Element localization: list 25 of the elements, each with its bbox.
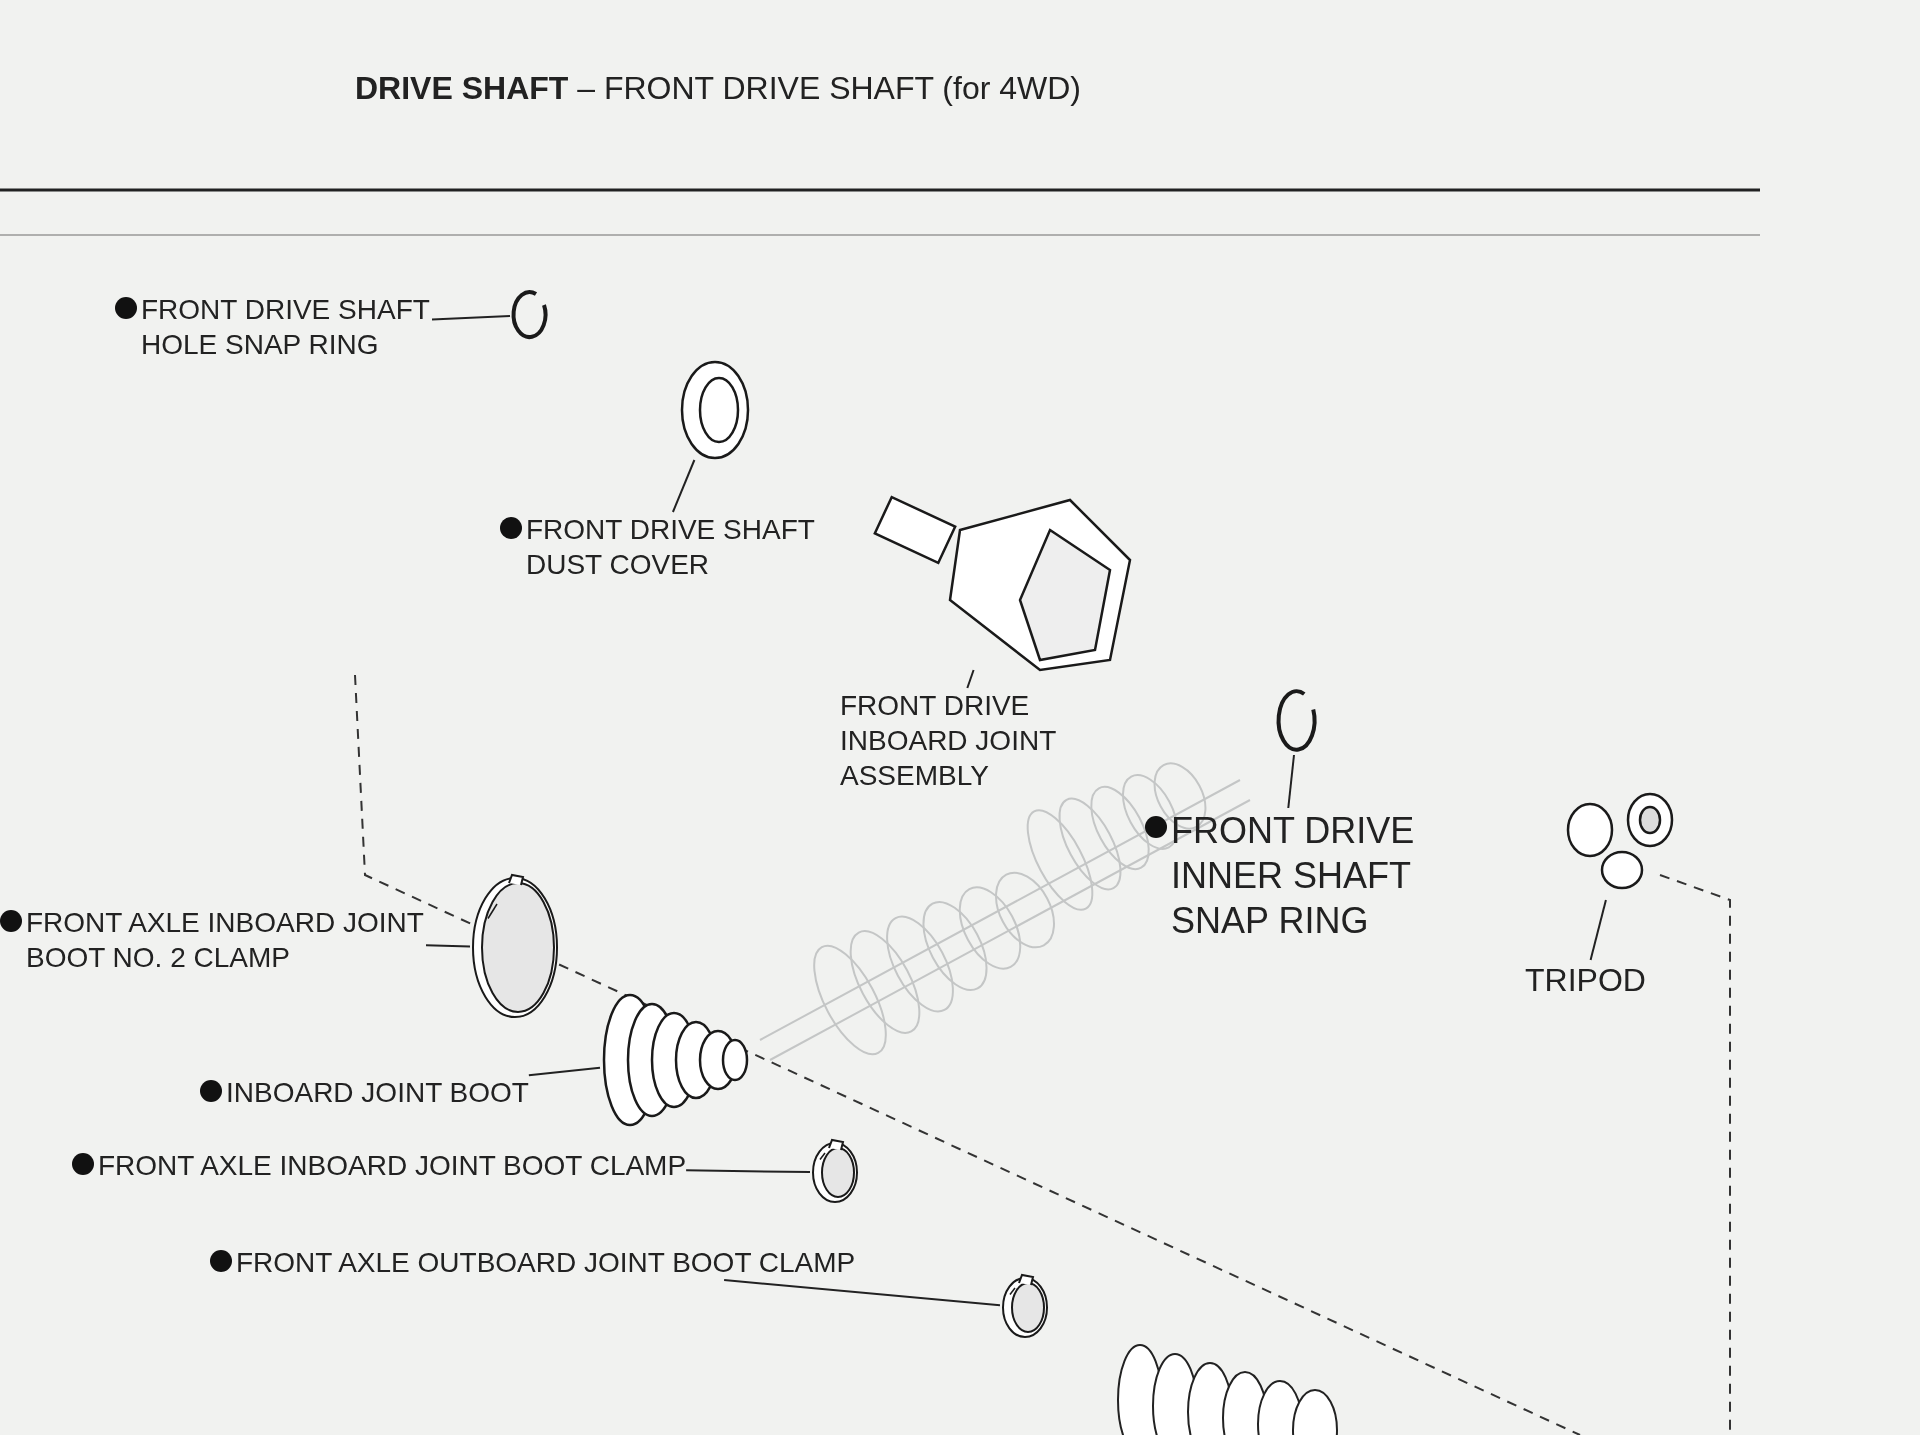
boot-clamp-drawing: [810, 1140, 860, 1205]
snap-ring-drawing: [1275, 690, 1320, 755]
snap-ring-drawing: [510, 290, 550, 340]
part-label: FRONT DRIVE INNER SHAFT SNAP RING: [1171, 809, 1416, 943]
part-label: INBOARD JOINT BOOT: [226, 1076, 529, 1110]
leader-line: [685, 1169, 811, 1174]
leader-line: [425, 944, 471, 948]
dust-cover-drawing: [680, 360, 750, 460]
leader-line: [1589, 899, 1607, 961]
part-label: FRONT DRIVE SHAFT DUST COVER: [526, 513, 816, 582]
part-label: FRONT AXLE INBOARD JOINT BOOT NO. 2 CLAMP: [26, 906, 425, 975]
part-label: FRONT DRIVE INBOARD JOINT ASSEMBLY: [840, 689, 1057, 793]
part-label: FRONT AXLE INBOARD JOINT BOOT CLAMP: [98, 1149, 687, 1183]
leader-line: [966, 669, 975, 689]
leader-line: [431, 314, 511, 321]
boot-clamp-drawing: [470, 875, 560, 1020]
leader-line: [671, 459, 696, 513]
leader-line: [1287, 754, 1295, 809]
part-label: FRONT AXLE OUTBOARD JOINT BOOT CLAMP: [236, 1246, 856, 1280]
boot-clamp-drawing: [1000, 1275, 1050, 1340]
leader-line: [723, 1279, 1001, 1307]
part-label: FRONT DRIVE SHAFT HOLE SNAP RING: [141, 293, 431, 362]
page-title: DRIVE SHAFT – FRONT DRIVE SHAFT (for 4WD): [355, 70, 1081, 107]
leader-line: [527, 1066, 601, 1077]
part-label: TRIPOD: [1525, 961, 1646, 1000]
